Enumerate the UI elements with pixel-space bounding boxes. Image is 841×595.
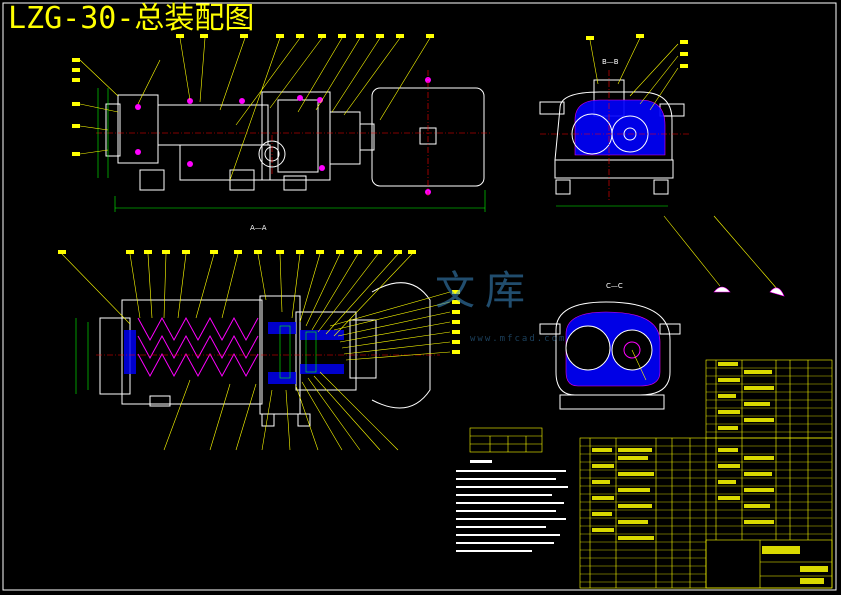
section-cc-label: C—C	[606, 282, 623, 290]
bb-section-hatch	[574, 99, 666, 156]
section-aa-label: A—A	[250, 224, 267, 232]
aa-section-leaders-right	[329, 291, 451, 361]
top-elevation-holes	[135, 77, 431, 195]
aa-section-leaders-bottom	[163, 371, 399, 451]
drawing-title: LZG-30-总装配图	[8, 1, 255, 36]
top-elevation-centerlines	[96, 70, 492, 196]
small-param-table	[469, 427, 543, 453]
top-elevation-leaders	[137, 37, 431, 181]
bb-section-view	[539, 79, 685, 195]
parts-list-text-blocks	[592, 362, 828, 584]
top-elevation-leader-labels	[72, 34, 434, 156]
aa-section-screw-hatch	[137, 316, 259, 378]
top-elevation-dimensions	[97, 88, 486, 212]
aa-section-leaders-top	[61, 253, 413, 337]
parts-list-rows	[580, 367, 832, 583]
detail-parts	[663, 215, 779, 291]
watermark-url: www.mfcad.com	[470, 334, 567, 344]
aa-section-view	[99, 282, 431, 427]
cc-section-view	[539, 301, 681, 410]
technical-notes	[456, 460, 568, 552]
watermark-logo: 文库	[435, 268, 535, 314]
top-elevation-view	[105, 87, 485, 191]
parts-list-table	[579, 359, 833, 589]
section-bb-label: B—B	[602, 58, 619, 66]
